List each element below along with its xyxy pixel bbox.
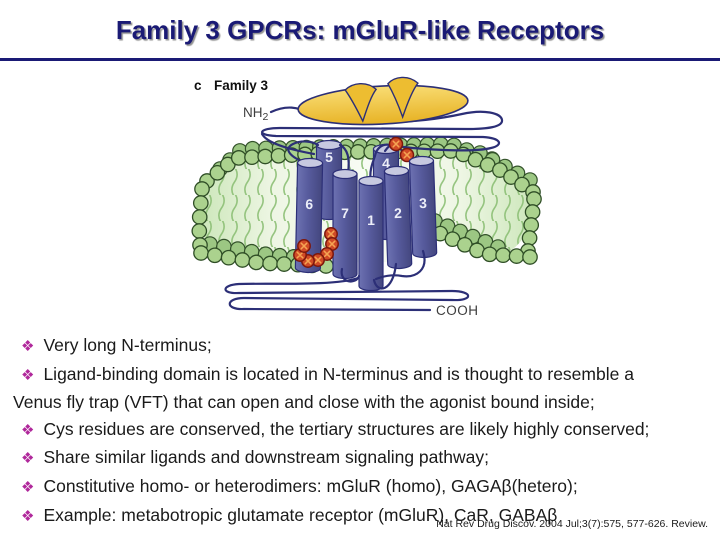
cys-bead (324, 227, 338, 241)
bullet-item: ❖Ligand-binding domain is located in N-t… (13, 361, 675, 416)
panel-letter: c (194, 78, 202, 93)
cys-bead (388, 136, 404, 152)
diamond-bullet-icon: ❖ (21, 366, 35, 384)
helix-2-cylinder (383, 169, 413, 270)
lipid-head (526, 191, 542, 207)
helix-1: 1 (358, 175, 384, 292)
cooh-label: COOH (436, 303, 479, 318)
lipid-head (257, 148, 274, 165)
lipid-head (429, 143, 446, 160)
lipid-head (230, 150, 247, 166)
bullet-text: Very long N-terminus; (43, 335, 212, 355)
lipid-head (276, 256, 292, 272)
helix-6-cap (296, 157, 324, 169)
lipid-head (193, 245, 209, 261)
receptor-figure-svg: 5 4 6 7 1 2 (191, 76, 542, 318)
lipid-head (492, 162, 508, 178)
lipid-head (523, 217, 540, 233)
lipid-head (220, 249, 237, 266)
lipid-head (262, 255, 278, 272)
helix-2-cap (383, 165, 410, 177)
cys-bead (399, 147, 415, 163)
lipid-head (194, 181, 210, 197)
helix-7-cylinder (332, 173, 358, 280)
cys-bead (311, 253, 325, 267)
c-terminus-tail (224, 276, 470, 312)
diamond-bullet-icon: ❖ (21, 338, 35, 355)
bullet-item: ❖ Constitutive homo- or heterodimers: mGl… (13, 473, 675, 502)
bullet-item: ❖ Cys residues are conserved, the tertiar… (13, 416, 675, 445)
helix-7: 7 (332, 168, 358, 280)
helix-5-number: 5 (325, 149, 333, 165)
lipid-head (270, 147, 287, 164)
helix-1-number: 1 (367, 212, 375, 228)
intracellular-loop-b (372, 262, 398, 290)
lipid-head (495, 247, 511, 264)
n-terminus-strand-2 (260, 132, 316, 156)
bullet-list: ❖Very long N-terminus; ❖Ligand-binding d… (13, 332, 675, 530)
flytrap-right-lobe (387, 76, 419, 120)
lipid-head (514, 176, 530, 193)
bullet-text: Constitutive homo- or heterodimers: mGlu… (43, 475, 578, 496)
cysteine-beads-upper (388, 136, 415, 163)
bullet-text: Example: metabotropic glutamate receptor… (43, 504, 558, 525)
helix-3-number: 3 (419, 195, 428, 211)
diamond-bullet-icon: ❖ (21, 478, 35, 496)
cysteine-bead-chain (293, 227, 339, 268)
lipid-head (209, 164, 226, 181)
diamond-bullet-icon: ❖ (21, 507, 35, 525)
lipid-head (508, 248, 525, 264)
bullet-item: ❖ Example: metabotropic glutamate recepto… (13, 502, 675, 531)
lipid-head (248, 254, 265, 271)
nh2-label: NH2 (243, 105, 269, 123)
panel-title: Family 3 (214, 78, 269, 93)
lipid-head (350, 144, 366, 160)
diamond-bullet-icon: ❖ (21, 450, 35, 468)
lipid-head (206, 247, 223, 264)
flytrap-left-lobe (344, 82, 378, 123)
title-divider (0, 58, 720, 61)
extracellular-loop-6-5 (287, 140, 320, 165)
diamond-bullet-icon: ❖ (21, 421, 35, 439)
helix-3: 3 (408, 155, 438, 259)
helix-3-cap (408, 155, 435, 167)
flytrap-body (297, 84, 469, 126)
lipid-head (192, 195, 209, 211)
lipid-head (191, 223, 208, 239)
bullet-item: ❖ Share similar ligands and downstream si… (13, 444, 675, 473)
lipid-head (522, 249, 538, 265)
lipid-head (191, 209, 208, 225)
helix-6-number: 6 (305, 196, 313, 212)
helix-1-cap (358, 175, 384, 187)
citation-reference: Nat Rev Drug Discov. 2004 Jul;3(7):575, … (436, 518, 708, 530)
lipid-head (521, 230, 538, 246)
helix-1-cylinder (358, 180, 384, 292)
bullet-text: Share similar ligands and downstream sig… (43, 447, 489, 468)
intracellular-loop-c (374, 249, 426, 281)
bullet-text: Cys residues are conserved, the tertiary… (43, 418, 650, 439)
helix-7-cap (332, 168, 358, 180)
lipid-head (244, 149, 260, 166)
helix-4-number: 4 (382, 155, 390, 171)
lipid-head (481, 246, 498, 263)
helix-2-number: 2 (394, 205, 403, 221)
venus-flytrap-domain (297, 76, 469, 126)
bullet-text: Ligand-binding domain is located in N-te… (13, 363, 634, 413)
helix-3-cylinder (408, 159, 438, 259)
c-terminus-loops (224, 249, 470, 312)
bullet-item: ❖ Very long N-terminus; (13, 332, 675, 361)
cys-bead (297, 239, 311, 253)
helix-7-number: 7 (341, 205, 349, 221)
receptor-diagram: 5 4 6 7 1 2 (150, 65, 570, 335)
lipid-head (234, 252, 251, 268)
lipid-head (503, 169, 519, 185)
page-title: Family 3 GPCRs: mGluR-like Receptors (115, 15, 605, 45)
helix-2: 2 (383, 165, 413, 270)
lipid-head (524, 204, 541, 220)
